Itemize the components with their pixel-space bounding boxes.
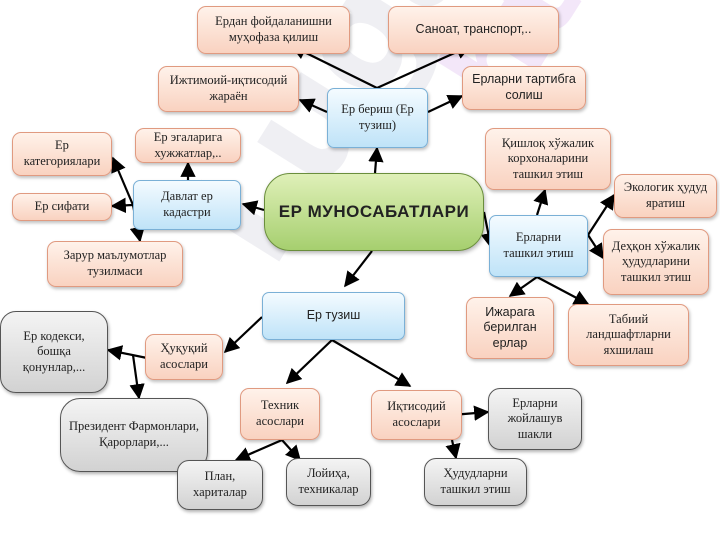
node-loyiha: Лойиҳа, техникалар: [286, 458, 371, 506]
arrow: [331, 339, 412, 387]
node-hududlarni: Ҳудудларни ташкил этиш: [424, 458, 527, 506]
node-erlarni-tashkil: Ерларни ташкил этиш: [489, 215, 588, 277]
arrow: [281, 439, 302, 462]
node-davlat-kadastri: Давлат ер кадастри: [133, 180, 241, 230]
node-er-tuzish: Ер тузиш: [262, 292, 405, 340]
node-er-egalariga: Ер эгаларига хужжатлар,..: [135, 128, 241, 163]
arrow: [368, 146, 384, 174]
node-dehqon: Деҳқон хўжалик ҳудудларини ташкил этиш: [603, 229, 709, 295]
arrow: [285, 339, 333, 385]
arrow: [344, 250, 373, 288]
arrow: [106, 345, 148, 361]
node-qishloq: Қишлоқ хўжалик корхоналарини ташкил этиш: [485, 128, 611, 190]
node-texnik: Техник асослари: [240, 388, 320, 440]
node-erlarni-tartibga: Ерларни тартибга солиш: [462, 66, 586, 110]
node-ijaraga: Ижарага берилган ерлар: [466, 297, 554, 359]
arrow: [234, 438, 283, 462]
node-joylashuv: Ерларни жойлашув шакли: [488, 388, 582, 450]
arrow: [129, 354, 145, 400]
node-zarur-malumotlar: Зарур маълумотлар тузилмаси: [47, 241, 183, 287]
node-er-kategoriyalari: Ер категориялари: [12, 132, 112, 176]
node-ekologik: Экологик ҳудуд яратиш: [614, 174, 717, 218]
arrow: [110, 197, 134, 214]
arrow: [111, 156, 135, 206]
center-node: ЕР МУНОСАБАТЛАРИ: [264, 173, 484, 251]
node-er-berish: Ер бериш (Ер тузиш): [327, 88, 428, 148]
node-er-sifati: Ер сифати: [12, 193, 112, 221]
node-iqtisodiy: Иқтисодий асослари: [371, 390, 462, 440]
node-erdan-foydalanish: Ердан фойдаланишни муҳофаза қилиш: [197, 6, 350, 54]
arrow: [587, 234, 604, 260]
arrow: [508, 276, 538, 297]
node-ijtimoiy: Ижтимоий-иқтисодий жараён: [158, 66, 299, 112]
arrow: [536, 276, 590, 305]
arrow: [223, 316, 263, 354]
arrow: [427, 94, 464, 113]
node-sanoat: Саноат, транспорт,..: [388, 6, 559, 54]
arrow: [241, 200, 265, 216]
arrow: [587, 193, 615, 236]
node-prezident: Президент Фармонлари, Қарорлари,...: [60, 398, 208, 472]
node-tabiiy: Табиий ландшафтларни яхшилаш: [568, 304, 689, 366]
arrow: [445, 439, 461, 460]
node-plan: План, хариталар: [177, 460, 263, 510]
arrow: [298, 98, 328, 114]
arrow: [533, 188, 549, 216]
node-huquqiy: Ҳуқуқий асослари: [145, 334, 223, 380]
node-er-kodeksi: Ер кодекси, бошқа қонунлар,...: [0, 311, 108, 393]
